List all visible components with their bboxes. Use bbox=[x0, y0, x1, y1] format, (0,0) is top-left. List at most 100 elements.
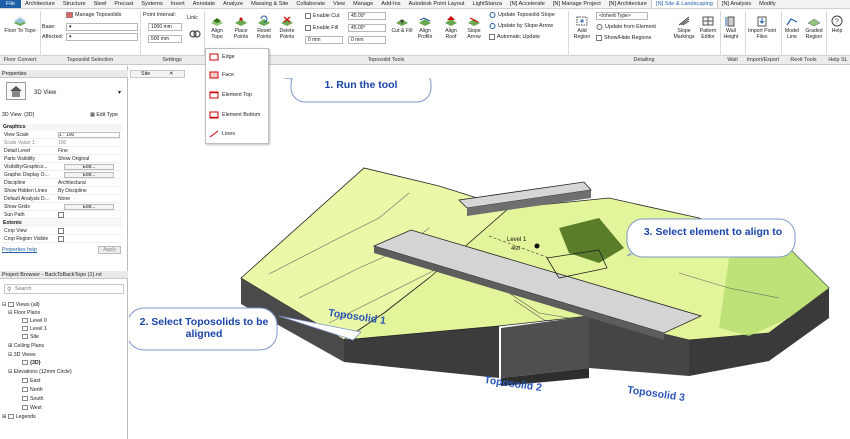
prop-row[interactable]: Sun Path bbox=[2, 211, 122, 219]
tab-analyze[interactable]: Analyze bbox=[223, 0, 244, 7]
view-selector[interactable]: 3D View: {3D} bbox=[2, 112, 35, 118]
slope-arrow-button[interactable]: Slope Arrow bbox=[463, 15, 485, 40]
tree-level-0[interactable]: Level 0 bbox=[22, 318, 47, 325]
import-point-files-button[interactable]: Import Point Files bbox=[748, 15, 776, 40]
prop-value[interactable]: By Discipline bbox=[58, 188, 87, 194]
model-line-button[interactable]: Model Line bbox=[782, 15, 802, 40]
tab-view[interactable]: View bbox=[332, 0, 346, 7]
view-scale-field[interactable]: 1 : 100 bbox=[58, 132, 120, 138]
tab-manage[interactable]: Manage bbox=[353, 0, 374, 7]
update-by-arrow-button[interactable]: Update by Slope Arrow bbox=[489, 23, 553, 29]
crop-region-visible-checkbox[interactable] bbox=[58, 235, 120, 245]
menu-item-lines[interactable]: Lines bbox=[209, 130, 235, 138]
prop-value[interactable]: Show Original bbox=[58, 156, 90, 162]
add-region-button[interactable]: Add Region bbox=[570, 15, 594, 40]
prop-value[interactable]: Fine bbox=[58, 148, 68, 154]
tab-systems[interactable]: Systems bbox=[141, 0, 163, 7]
tab-n-site-landscaping[interactable]: [N] Site & Landscaping bbox=[651, 0, 718, 8]
menu-item-edge[interactable]: Edge bbox=[209, 53, 235, 61]
tab-point-layout[interactable]: Autodesk Point Layout bbox=[408, 0, 465, 7]
view-tab-site[interactable]: Site ✕ bbox=[130, 70, 185, 78]
tree-views-all[interactable]: ⊟ Views (all) bbox=[2, 302, 40, 308]
properties-help-link[interactable]: Properties help bbox=[2, 247, 37, 253]
tab-insert[interactable]: Insert bbox=[170, 0, 185, 7]
edit-grids-button[interactable]: Edit... bbox=[64, 204, 114, 210]
show-hide-regions-checkbox[interactable] bbox=[596, 35, 602, 41]
place-points-button[interactable]: Place Points bbox=[230, 15, 252, 40]
cut-angle-field[interactable]: 45.00° bbox=[348, 12, 386, 20]
toposolid-scene[interactable]: Level 1 460 bbox=[126, 65, 850, 439]
tab-add-ins[interactable]: Add-Ins bbox=[381, 0, 401, 7]
tab-lightstanza[interactable]: LightStanza bbox=[472, 0, 503, 7]
affected-select[interactable]: ▾ bbox=[66, 33, 138, 41]
search-input[interactable] bbox=[15, 285, 115, 293]
update-slope-button[interactable]: Update Toposolid Slope bbox=[489, 12, 555, 18]
tab-n-analysis[interactable]: [N] Analysis bbox=[721, 0, 752, 7]
edit-graphic-display-button[interactable]: Edit... bbox=[64, 172, 114, 178]
tab-file[interactable]: File bbox=[0, 0, 22, 8]
update-from-element-button[interactable]: Update from Element bbox=[596, 24, 656, 30]
prop-row[interactable]: Default Analysis D...None bbox=[2, 195, 122, 203]
prop-row[interactable]: Graphic Display O...Edit... bbox=[2, 171, 122, 179]
fill-angle-field[interactable]: 45.00° bbox=[348, 24, 386, 32]
tab-annotate[interactable]: Annotate bbox=[192, 0, 216, 7]
tab-steel[interactable]: Steel bbox=[93, 0, 107, 7]
inherit-type-select[interactable]: <Inherit Type> bbox=[596, 12, 648, 20]
tab-collaborate[interactable]: Collaborate bbox=[296, 0, 325, 7]
edit-type-button[interactable]: ▦ Edit Type bbox=[90, 112, 118, 118]
align-profile-button[interactable]: Align Profile bbox=[414, 15, 436, 40]
prop-row[interactable]: Crop Region Visible bbox=[2, 235, 122, 243]
enable-fill-checkbox[interactable] bbox=[305, 25, 311, 31]
interval-field-2[interactable]: 500 mm bbox=[148, 35, 182, 43]
tree-3d-views[interactable]: ⊟ 3D Views bbox=[8, 352, 36, 358]
base-select[interactable]: ▾ bbox=[66, 23, 138, 31]
tab-n-accelerate[interactable]: [N] Accelerate bbox=[510, 0, 545, 7]
prop-row[interactable]: Crop View bbox=[2, 227, 122, 235]
fill-depth-field[interactable]: 0 mm bbox=[348, 36, 386, 44]
tree-site[interactable]: Site bbox=[22, 334, 39, 341]
enable-cut-toggle[interactable]: Enable Cut bbox=[305, 13, 340, 19]
align-topo-button[interactable]: Align Topo bbox=[206, 15, 228, 40]
browser-search[interactable]: ⚲ bbox=[4, 284, 124, 294]
automatic-update-toggle[interactable]: Automatic Update bbox=[489, 34, 540, 40]
group-extents[interactable]: Extents bbox=[2, 220, 122, 227]
tab-n-architecture[interactable]: [N] Architecture bbox=[608, 0, 648, 7]
tab-structure[interactable]: Structure bbox=[62, 0, 86, 7]
tree-elevations[interactable]: ⊟ Elevations (12mm Circle) bbox=[8, 369, 72, 375]
delete-points-button[interactable]: Delete Points bbox=[276, 15, 298, 40]
menu-item-element-top[interactable]: Element Top bbox=[209, 91, 252, 99]
menu-item-face[interactable]: Face bbox=[209, 71, 234, 79]
tab-modify[interactable]: Modify bbox=[759, 0, 776, 7]
manage-toposolids-button[interactable]: Manage Toposolids bbox=[66, 12, 121, 18]
graded-region-button[interactable]: Graded Region bbox=[803, 15, 825, 40]
close-icon[interactable]: ✕ bbox=[169, 71, 174, 77]
interval-field-1[interactable]: 1000 mm bbox=[148, 23, 182, 31]
automatic-update-checkbox[interactable] bbox=[489, 34, 495, 40]
align-roof-button[interactable]: Align Roof bbox=[440, 15, 462, 40]
enable-fill-toggle[interactable]: Enable Fill bbox=[305, 25, 338, 31]
pattern-editor-button[interactable]: Pattern Editor bbox=[697, 15, 719, 40]
sun-path-checkbox[interactable] bbox=[58, 211, 120, 221]
tab-n-manage-project[interactable]: [N] Manage Project bbox=[552, 0, 601, 7]
wall-height-button[interactable]: Wall Height bbox=[720, 15, 742, 40]
tree-ceiling-plans[interactable]: ⊞ Ceiling Plans bbox=[8, 343, 45, 349]
tab-architecture[interactable]: Architecture bbox=[25, 0, 55, 7]
help-button[interactable]: ? Help bbox=[828, 15, 846, 34]
tab-precast[interactable]: Precast bbox=[114, 0, 134, 7]
link-icon[interactable] bbox=[189, 28, 201, 40]
reset-points-button[interactable]: Reset Points bbox=[253, 15, 275, 40]
tree-south[interactable]: South bbox=[22, 396, 44, 403]
tree-legends[interactable]: ⊞ Legends bbox=[2, 414, 36, 420]
show-hide-regions-toggle[interactable]: Show/Hide Regions bbox=[596, 35, 651, 41]
floor-to-topo-button[interactable]: Floor To Topo bbox=[2, 15, 38, 34]
edit-visibility-button[interactable]: Edit... bbox=[64, 164, 114, 170]
tree-east[interactable]: East bbox=[22, 378, 40, 385]
tree-north[interactable]: North bbox=[22, 387, 43, 394]
cut-depth-field[interactable]: 0 mm bbox=[305, 36, 343, 44]
tree-level-1[interactable]: Level 1 bbox=[22, 326, 47, 333]
